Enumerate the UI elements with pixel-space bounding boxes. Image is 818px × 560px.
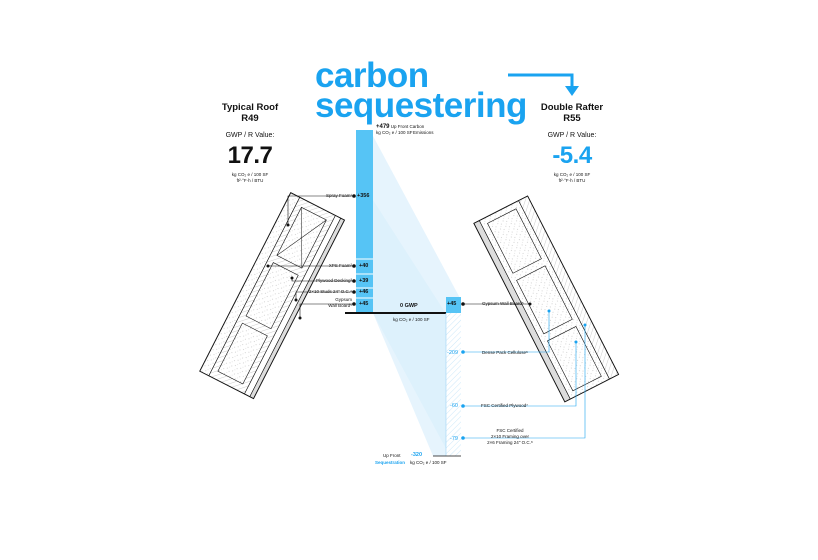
bar-value-studs: +46 — [359, 289, 369, 295]
seq-material-plywood: FSC Certified Plywood⁷ — [481, 403, 528, 408]
right-gwp-value: -5.4 — [552, 142, 592, 169]
left-gwp-label: GWP / R Value: — [225, 132, 275, 139]
material-gypsum-2: Wall Board⁵ — [328, 303, 352, 308]
left-summary: Typical Roof R49 GWP / R Value: 17.7 kg … — [205, 102, 295, 184]
double-rafter-section — [473, 195, 620, 403]
left-leader-dots — [266, 194, 356, 320]
material-studs: 2×10 Studs 24" O.C.⁴ — [308, 289, 352, 294]
flow-fan-inner — [373, 200, 450, 456]
seq-total-units: kg CO₂ e / 100 SF — [410, 460, 447, 465]
emissions-total-block: +479 Up Front Carbon — [376, 124, 466, 131]
right-summary: Double Rafter R55 GWP / R Value: -5.4 kg… — [527, 102, 617, 184]
bar-value-spray-foam: +356 — [357, 193, 370, 199]
seq-value-cellulose: -209 — [447, 350, 459, 356]
seq-value-plywood: -60 — [450, 403, 458, 409]
left-units-2: ft²·°F·h / BTU — [236, 178, 264, 183]
title-line1: carbon — [315, 56, 429, 95]
title-line2: sequestering — [315, 86, 527, 125]
left-units-1: kg CO₂ e / 100 SF — [231, 172, 269, 177]
gypsum-bar — [446, 297, 461, 313]
material-spray-foam: Spray Foam¹ — [325, 193, 352, 198]
seq-material-framing-2: 2×10 Framing over — [491, 434, 529, 439]
seq-material-framing-3: 2×6 Framing 24" O.C.⁸ — [487, 440, 533, 445]
right-leader-dots — [461, 302, 587, 440]
bar-value-xps: +40 — [359, 263, 369, 269]
emissions-total-units: kg CO₂ e / 100 SF — [376, 130, 413, 135]
typical-roof-section — [199, 192, 346, 400]
material-xps: XPS Foam² — [328, 263, 352, 268]
right-gwp-label: GWP / R Value: — [547, 132, 597, 139]
seq-total-label-1: Up Front — [383, 453, 401, 458]
bar-value-gypsum: +45 — [359, 301, 369, 307]
emissions-total-value: +479 — [376, 124, 390, 130]
seq-total-label-2: Sequestration — [375, 460, 406, 465]
emissions-bar-dividers — [356, 258, 373, 299]
left-rating: R49 — [241, 113, 259, 124]
material-gypsum-1: Gypsum — [335, 297, 352, 302]
title-arrow-icon — [508, 73, 574, 88]
right-gypsum-material: Gypsum Wall Board⁵ — [482, 301, 524, 306]
right-rating: R55 — [563, 113, 581, 124]
material-plywood: Plywood Decking³ — [315, 278, 352, 283]
left-gwp-value: 17.7 — [227, 142, 273, 169]
right-name: Double Rafter — [540, 102, 604, 113]
left-name: Typical Roof — [221, 102, 279, 113]
seq-total-value: -320 — [411, 452, 423, 458]
seq-value-framing: -79 — [450, 436, 458, 442]
emissions-bar — [356, 130, 373, 313]
title-arrow-head — [565, 86, 579, 96]
emissions-total-label-1: Up Front Carbon — [390, 124, 425, 129]
right-units-2: ft²·°F·h / BTU — [558, 178, 586, 183]
right-gypsum-value: +45 — [447, 301, 457, 307]
bar-value-plywood: +39 — [359, 278, 369, 284]
zero-gwp-units: kg CO₂ e / 100 SF — [393, 317, 430, 322]
zero-gwp-label: 0 GWP — [400, 303, 418, 309]
seq-material-framing-1: FSC Certified — [496, 428, 524, 433]
emissions-total-label-2: Emissions — [413, 130, 434, 135]
left-leaders — [268, 195, 354, 318]
right-leaders — [463, 303, 586, 439]
seq-material-cellulose: Dense Pack Cellulose⁶ — [482, 350, 528, 355]
sequestration-bar — [446, 313, 461, 456]
right-units-1: kg CO₂ e / 100 SF — [553, 172, 591, 177]
